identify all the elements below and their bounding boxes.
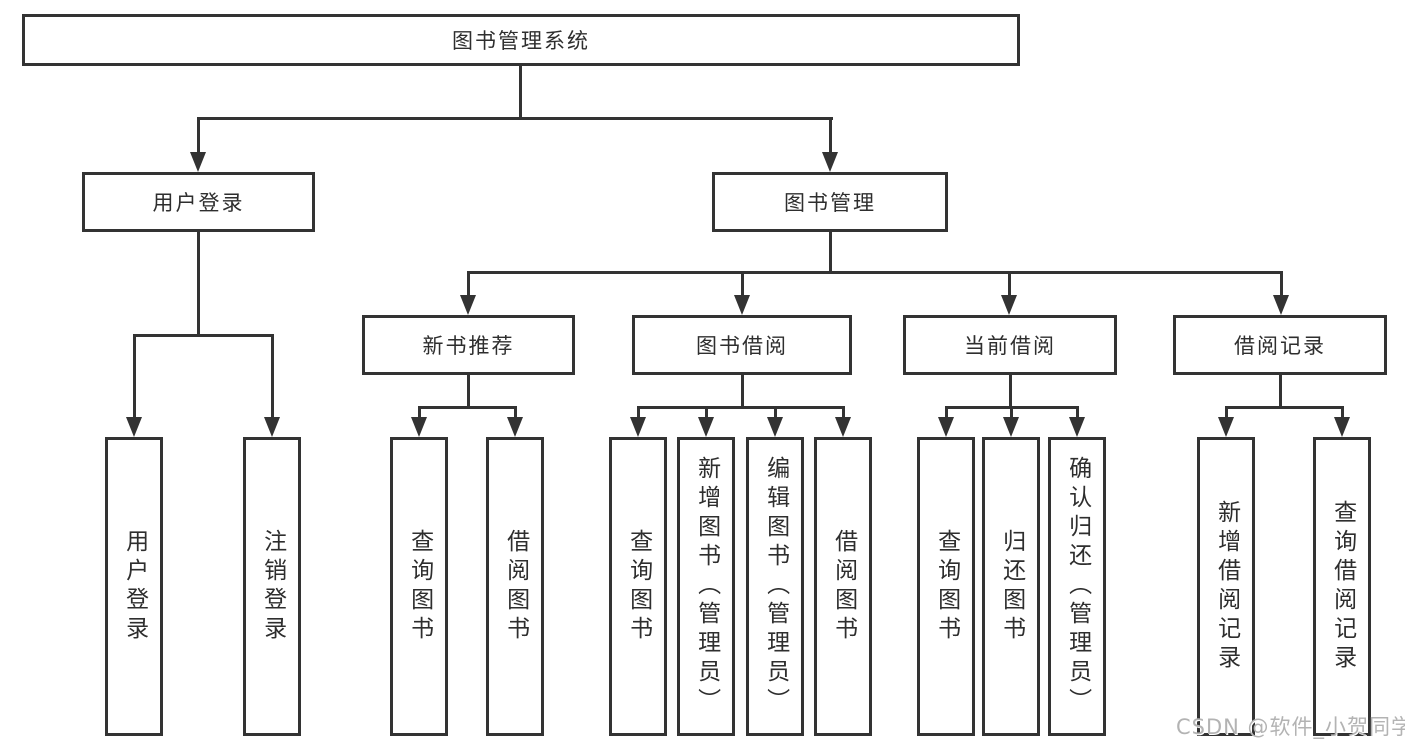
connector-line (197, 117, 833, 120)
node-leaf-current-query-books-label: 查询图书 (933, 528, 960, 645)
arrow-down-icon (1218, 417, 1234, 437)
arrow-down-icon (767, 417, 783, 437)
node-leaf-borrowing-borrow-books-label: 借阅图书 (830, 528, 857, 645)
node-user-login-label: 用户登录 (152, 191, 245, 215)
connector-line (1225, 406, 1344, 409)
connector-line (271, 334, 274, 419)
node-leaf-add-books-admin-label: 新增图书（管理员） (693, 456, 720, 717)
node-user-login: 用户登录 (82, 172, 315, 232)
node-borrowing-records: 借阅记录 (1173, 315, 1387, 375)
arrow-down-icon (1334, 417, 1350, 437)
node-root: 图书管理系统 (22, 14, 1020, 66)
arrow-down-icon (507, 417, 523, 437)
node-new-book-recommend: 新书推荐 (362, 315, 575, 375)
arrow-down-icon (1003, 417, 1019, 437)
node-leaf-recommend-query-books: 查询图书 (390, 437, 448, 736)
arrow-down-icon (822, 152, 838, 172)
connector-line (1008, 271, 1011, 298)
node-leaf-logout: 注销登录 (243, 437, 301, 736)
node-borrowing-records-label: 借阅记录 (1234, 334, 1326, 358)
connector-line (774, 406, 777, 419)
arrow-down-icon (460, 295, 476, 315)
connector-line (514, 406, 517, 419)
node-leaf-confirm-return-admin: 确认归还（管理员） (1048, 437, 1106, 736)
arrow-down-icon (1001, 295, 1017, 315)
connector-line (829, 232, 832, 274)
node-book-borrowing-label: 图书借阅 (696, 334, 788, 358)
node-leaf-recommend-query-books-label: 查询图书 (406, 528, 433, 645)
node-leaf-add-borrow-record-label: 新增借阅记录 (1213, 499, 1240, 674)
node-leaf-edit-books-admin-label: 编辑图书（管理员） (762, 456, 789, 717)
connector-line (705, 406, 708, 419)
connector-line (741, 375, 744, 408)
connector-line (637, 406, 845, 409)
connector-line (1009, 375, 1012, 408)
node-leaf-recommend-borrow-books-label: 借阅图书 (502, 528, 529, 645)
connector-line (418, 406, 517, 409)
connector-line (1010, 406, 1013, 419)
arrow-down-icon (190, 152, 206, 172)
arrow-down-icon (734, 295, 750, 315)
connector-line (637, 406, 640, 419)
node-leaf-return-books: 归还图书 (982, 437, 1040, 736)
connector-line (197, 117, 200, 155)
connector-line (1279, 375, 1282, 408)
node-leaf-query-borrow-record-label: 查询借阅记录 (1329, 499, 1356, 674)
arrow-down-icon (938, 417, 954, 437)
node-leaf-borrowing-query-books: 查询图书 (609, 437, 667, 736)
connector-line (741, 271, 744, 298)
arrow-down-icon (126, 417, 142, 437)
node-book-management-label: 图书管理 (784, 191, 876, 215)
arrow-down-icon (1273, 295, 1289, 315)
connector-line (829, 117, 832, 155)
arrow-down-icon (835, 417, 851, 437)
node-leaf-add-books-admin: 新增图书（管理员） (677, 437, 735, 736)
connector-line (519, 66, 522, 119)
node-leaf-confirm-return-admin-label: 确认归还（管理员） (1064, 456, 1091, 717)
connector-line (1225, 406, 1228, 419)
node-current-borrowing: 当前借阅 (903, 315, 1117, 375)
node-root-label: 图书管理系统 (452, 29, 590, 53)
node-leaf-current-query-books: 查询图书 (917, 437, 975, 736)
node-current-borrowing-label: 当前借阅 (964, 334, 1056, 358)
connector-line (467, 271, 1283, 274)
connector-line (133, 334, 136, 419)
node-new-book-recommend-label: 新书推荐 (422, 334, 515, 358)
arrow-down-icon (411, 417, 427, 437)
node-leaf-return-books-label: 归还图书 (998, 528, 1025, 645)
connector-line (945, 406, 948, 419)
arrow-down-icon (1069, 417, 1085, 437)
node-leaf-query-borrow-record: 查询借阅记录 (1313, 437, 1371, 736)
node-leaf-borrowing-query-books-label: 查询图书 (625, 528, 652, 645)
connector-line (1341, 406, 1344, 419)
connector-line (842, 406, 845, 419)
node-book-borrowing: 图书借阅 (632, 315, 852, 375)
node-book-management: 图书管理 (712, 172, 948, 232)
connector-line (1076, 406, 1079, 419)
connector-line (467, 271, 470, 298)
csdn-watermark: CSDN @软件_小贺同学 (1176, 715, 1405, 739)
connector-line (197, 232, 200, 336)
connector-line (467, 375, 470, 408)
node-leaf-recommend-borrow-books: 借阅图书 (486, 437, 544, 736)
node-leaf-add-borrow-record: 新增借阅记录 (1197, 437, 1255, 736)
arrow-down-icon (630, 417, 646, 437)
node-leaf-user-login: 用户登录 (105, 437, 163, 736)
connector-line (133, 334, 274, 337)
arrow-down-icon (264, 417, 280, 437)
arrow-down-icon (698, 417, 714, 437)
node-leaf-logout-label: 注销登录 (259, 528, 286, 645)
connector-line (418, 406, 421, 419)
node-leaf-borrowing-borrow-books: 借阅图书 (814, 437, 872, 736)
connector-line (1280, 271, 1283, 298)
node-leaf-edit-books-admin: 编辑图书（管理员） (746, 437, 804, 736)
node-leaf-user-login-label: 用户登录 (121, 528, 148, 645)
